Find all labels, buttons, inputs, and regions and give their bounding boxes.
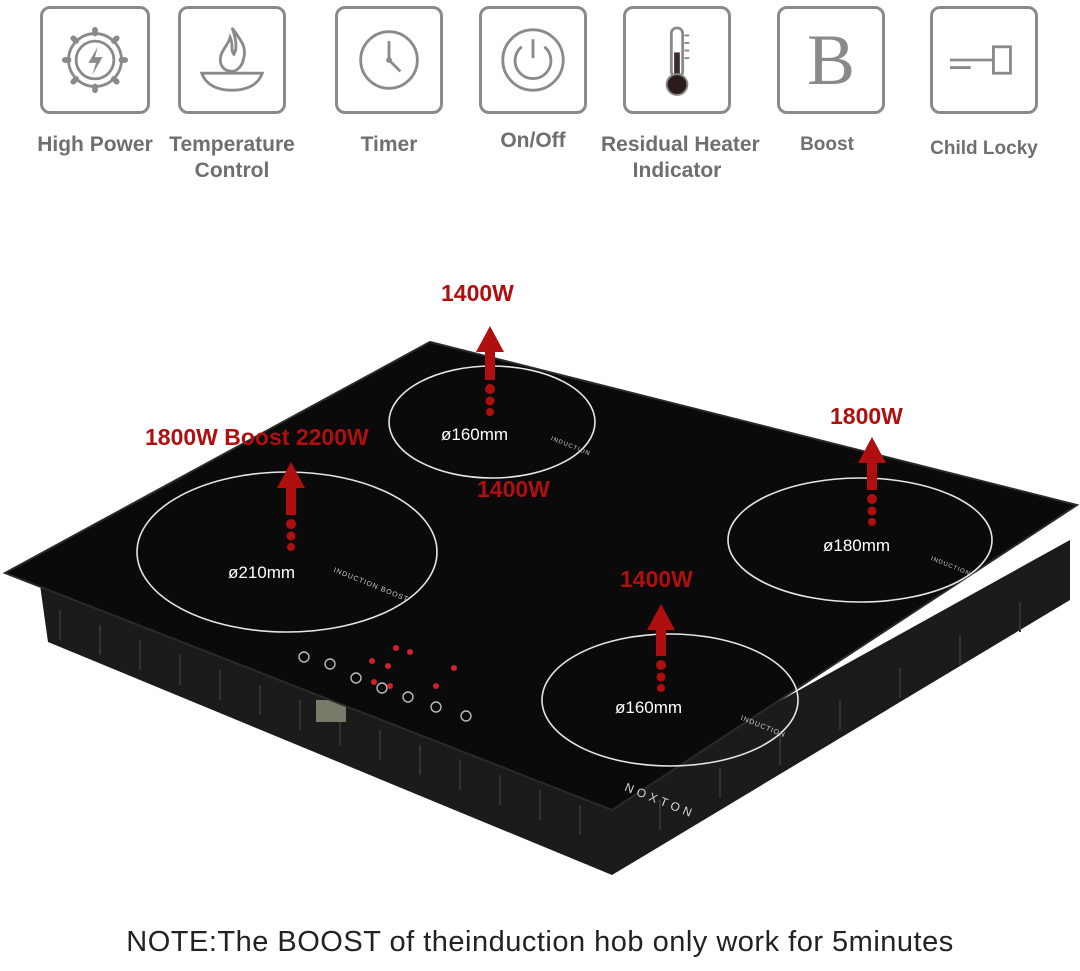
feature-label: High Power xyxy=(37,133,153,156)
power-caption: 1400W xyxy=(441,280,514,306)
power-caption: 1800W xyxy=(830,403,903,429)
lightning-gear-icon xyxy=(40,6,150,114)
power-caption: 1800W Boost 2200W xyxy=(145,424,369,450)
flame-pan-icon xyxy=(178,6,286,114)
zone-diameter: ø160mm xyxy=(615,698,683,717)
feature-label: Boost xyxy=(800,134,854,155)
clock-icon xyxy=(335,6,443,114)
mount-clip xyxy=(316,700,346,722)
zone-diameter: ø180mm xyxy=(823,536,891,555)
feature-label: Residual Heater Indicator xyxy=(601,133,760,182)
feature-label: Timer xyxy=(360,133,418,156)
feature-label: Child Locky xyxy=(930,138,1038,159)
lock-key-icon xyxy=(930,6,1038,114)
zone-diameter: ø160mm xyxy=(441,425,509,444)
boost-note: NOTE:The BOOST of theinduction hob only … xyxy=(126,926,954,958)
power-caption: 1400W xyxy=(620,566,693,592)
power-caption: 1400W xyxy=(477,476,550,502)
power-icon xyxy=(479,6,587,114)
feature-label: Temperature Control xyxy=(169,133,295,182)
thermometer-icon xyxy=(623,6,731,114)
boost-b-icon: B xyxy=(777,6,885,114)
feature-label: On/Off xyxy=(500,129,566,152)
zone-diameter: ø210mm xyxy=(228,563,296,582)
boost-glyph: B xyxy=(806,20,856,100)
